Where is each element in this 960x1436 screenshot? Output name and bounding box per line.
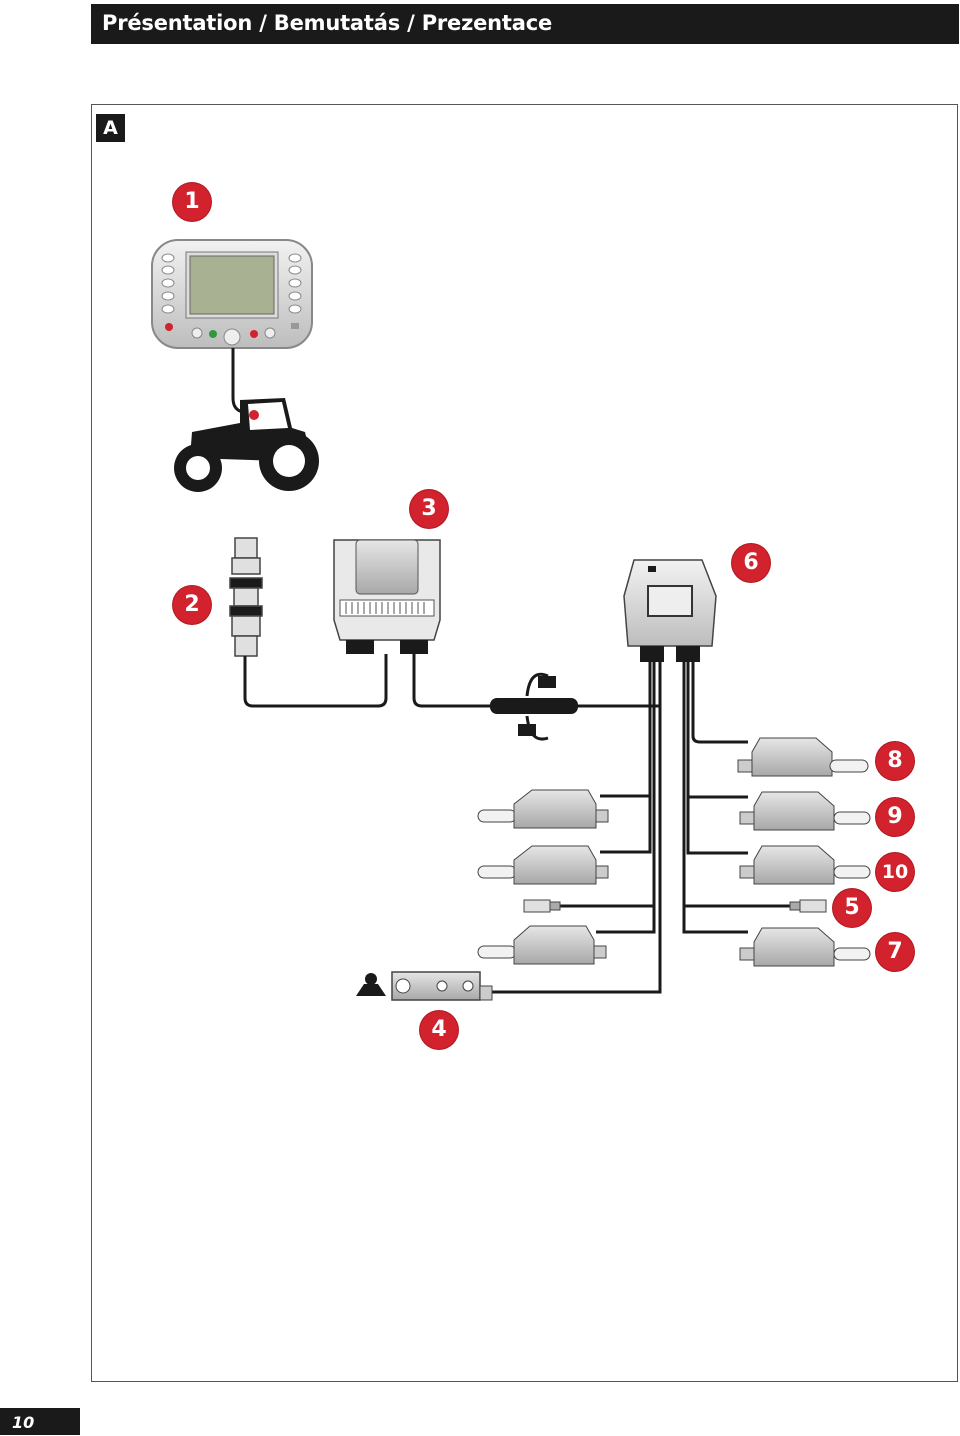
page-number-box: 10 bbox=[0, 1408, 80, 1435]
callout-7: 7 bbox=[876, 933, 914, 971]
sensor-left-small bbox=[523, 899, 561, 913]
plug-connector bbox=[229, 537, 263, 657]
page-number: 10 bbox=[12, 1413, 35, 1432]
callout-8: 8 bbox=[876, 742, 914, 780]
sensor-left-2 bbox=[477, 845, 609, 885]
terminal-screen bbox=[189, 255, 275, 315]
sensor-right-8 bbox=[737, 737, 869, 777]
weighing-load-cell bbox=[356, 971, 493, 1001]
cable-harness bbox=[243, 654, 790, 994]
page-header-bar: Présentation / Bemutatás / Prezentace bbox=[91, 4, 959, 44]
sensor-left-3 bbox=[477, 925, 607, 965]
sensor-right-10 bbox=[739, 845, 871, 885]
callout-3: 3 bbox=[410, 490, 448, 528]
page-title: Présentation / Bemutatás / Prezentace bbox=[102, 11, 552, 35]
sensor-right-9 bbox=[739, 791, 871, 831]
callout-1: 1 bbox=[173, 183, 211, 221]
sensor-right-7 bbox=[739, 927, 871, 967]
callout-5: 5 bbox=[833, 889, 871, 927]
callout-4: 4 bbox=[420, 1011, 458, 1049]
callout-10: 10 bbox=[876, 853, 914, 891]
callout-9: 9 bbox=[876, 798, 914, 836]
sensor-right-small bbox=[789, 899, 827, 913]
figure-label: A bbox=[96, 114, 125, 142]
control-terminal bbox=[151, 239, 313, 349]
junction-box bbox=[623, 559, 717, 662]
electronic-control-unit bbox=[333, 539, 441, 654]
callout-2: 2 bbox=[173, 586, 211, 624]
callout-6: 6 bbox=[732, 544, 770, 582]
t-splitter-connector bbox=[490, 676, 578, 736]
sensor-left-1 bbox=[477, 789, 609, 829]
tractor-icon bbox=[174, 398, 319, 492]
figure-frame bbox=[91, 104, 958, 1382]
